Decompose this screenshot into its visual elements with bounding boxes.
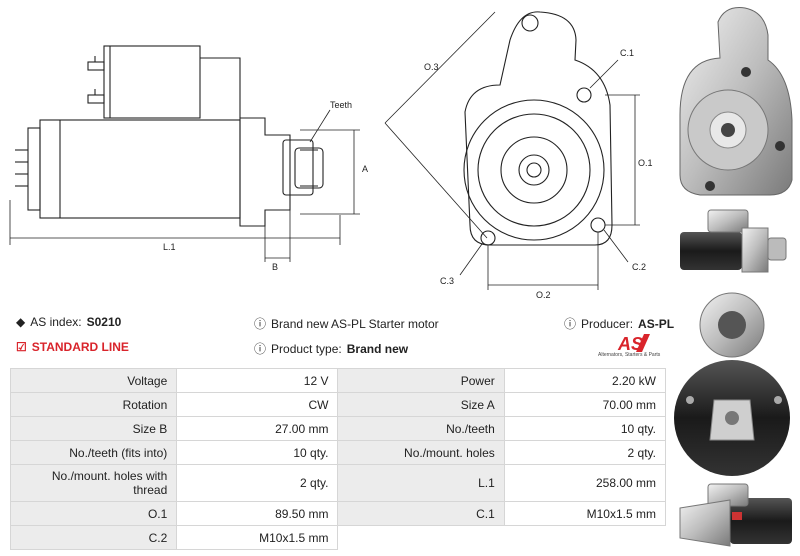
label-b: B (272, 262, 278, 272)
spec-value: 12 V (176, 368, 339, 393)
label-o1: O.1 (638, 158, 653, 168)
spec-value: 10 qty. (503, 416, 667, 441)
spec-label: C.1 (337, 501, 505, 526)
spec-label: L.1 (337, 464, 505, 502)
spec-value: 10 qty. (176, 440, 339, 465)
spec-label: No./mount. holes with thread (9, 464, 178, 502)
spec-value (503, 525, 667, 550)
description-text: Brand new AS-PL Starter motor (271, 316, 439, 331)
info-icon: ⓘ (254, 317, 267, 331)
spec-label: Size A (337, 392, 505, 417)
label-c1: C.1 (620, 48, 634, 58)
producer-value: AS-PL (638, 316, 675, 331)
spec-value: CW (176, 392, 339, 417)
spec-label: C.2 (9, 525, 178, 550)
checkbox-icon: ☑ (16, 340, 27, 354)
label-teeth: Teeth (330, 100, 352, 110)
spec-value: M10x1.5 mm (176, 525, 339, 550)
as-pl-logo: AS (617, 334, 650, 354)
technical-drawing: Teeth A B L.1 O.1 O.2 O.3 C.1 C.2 C.3 (9, 11, 653, 300)
spec-label: Power (337, 368, 505, 393)
product-photos (674, 7, 793, 547)
spec-value: 2 qty. (176, 464, 339, 502)
front-flange-circle (463, 99, 605, 241)
tag-icon: ◆ (16, 315, 26, 329)
label-o3: O.3 (424, 62, 439, 72)
as-index-label: AS index: (30, 315, 82, 329)
photo-front-view (679, 7, 793, 196)
motor-body-outline (39, 119, 241, 219)
standard-line: ☑ STANDARD LINE (16, 340, 129, 354)
product-type: ⓘ Product type: Brand new (254, 340, 408, 357)
description: ⓘ Brand new AS-PL Starter motor (254, 315, 439, 332)
label-o2: O.2 (536, 290, 551, 300)
photo-angle-view (679, 483, 792, 547)
standard-line-label: STANDARD LINE (31, 340, 129, 354)
mount-hole-c2 (590, 217, 606, 233)
as-index-value: S0210 (86, 315, 122, 329)
info-icon: ⓘ (564, 317, 577, 331)
producer-label: Producer: (581, 316, 634, 331)
spec-label: Rotation (9, 392, 178, 417)
spec-label: No./teeth (fits into) (9, 440, 178, 465)
spec-value: 27.00 mm (176, 416, 339, 441)
spec-label (337, 525, 505, 550)
mount-hole-c1 (576, 87, 592, 103)
label-l1: L.1 (163, 242, 176, 252)
svg-text:AS: AS (617, 334, 643, 354)
spec-label: No./teeth (337, 416, 505, 441)
spec-value: 2 qty. (503, 440, 667, 465)
spec-label: Voltage (9, 368, 178, 393)
product-type-label: Product type: (271, 341, 342, 356)
photo-side-view (680, 209, 787, 273)
info-icon: ⓘ (254, 342, 267, 356)
label-a: A (362, 164, 368, 174)
label-c3: C.3 (440, 276, 454, 286)
as-index: ◆ AS index: S0210 (16, 315, 121, 329)
spec-value: M10x1.5 mm (503, 501, 667, 526)
spec-value: 70.00 mm (503, 392, 667, 417)
spec-label: No./mount. holes (337, 440, 505, 465)
spec-row: No./teeth (fits into)10 qty.No./mount. h… (9, 440, 667, 465)
producer: ⓘ Producer: AS-PL (564, 315, 674, 332)
spec-value: 2.20 kW (503, 368, 667, 393)
spec-value: 258.00 mm (503, 464, 667, 502)
spec-label: Size B (9, 416, 178, 441)
logo-subtitle: Alternators, Starters & Parts (598, 352, 661, 358)
spec-value: 89.50 mm (176, 501, 339, 526)
solenoid-outline (103, 45, 201, 119)
label-c2: C.2 (632, 262, 646, 272)
photo-rear-view (674, 292, 790, 476)
product-type-value: Brand new (346, 341, 409, 356)
spec-label: O.1 (9, 501, 178, 526)
